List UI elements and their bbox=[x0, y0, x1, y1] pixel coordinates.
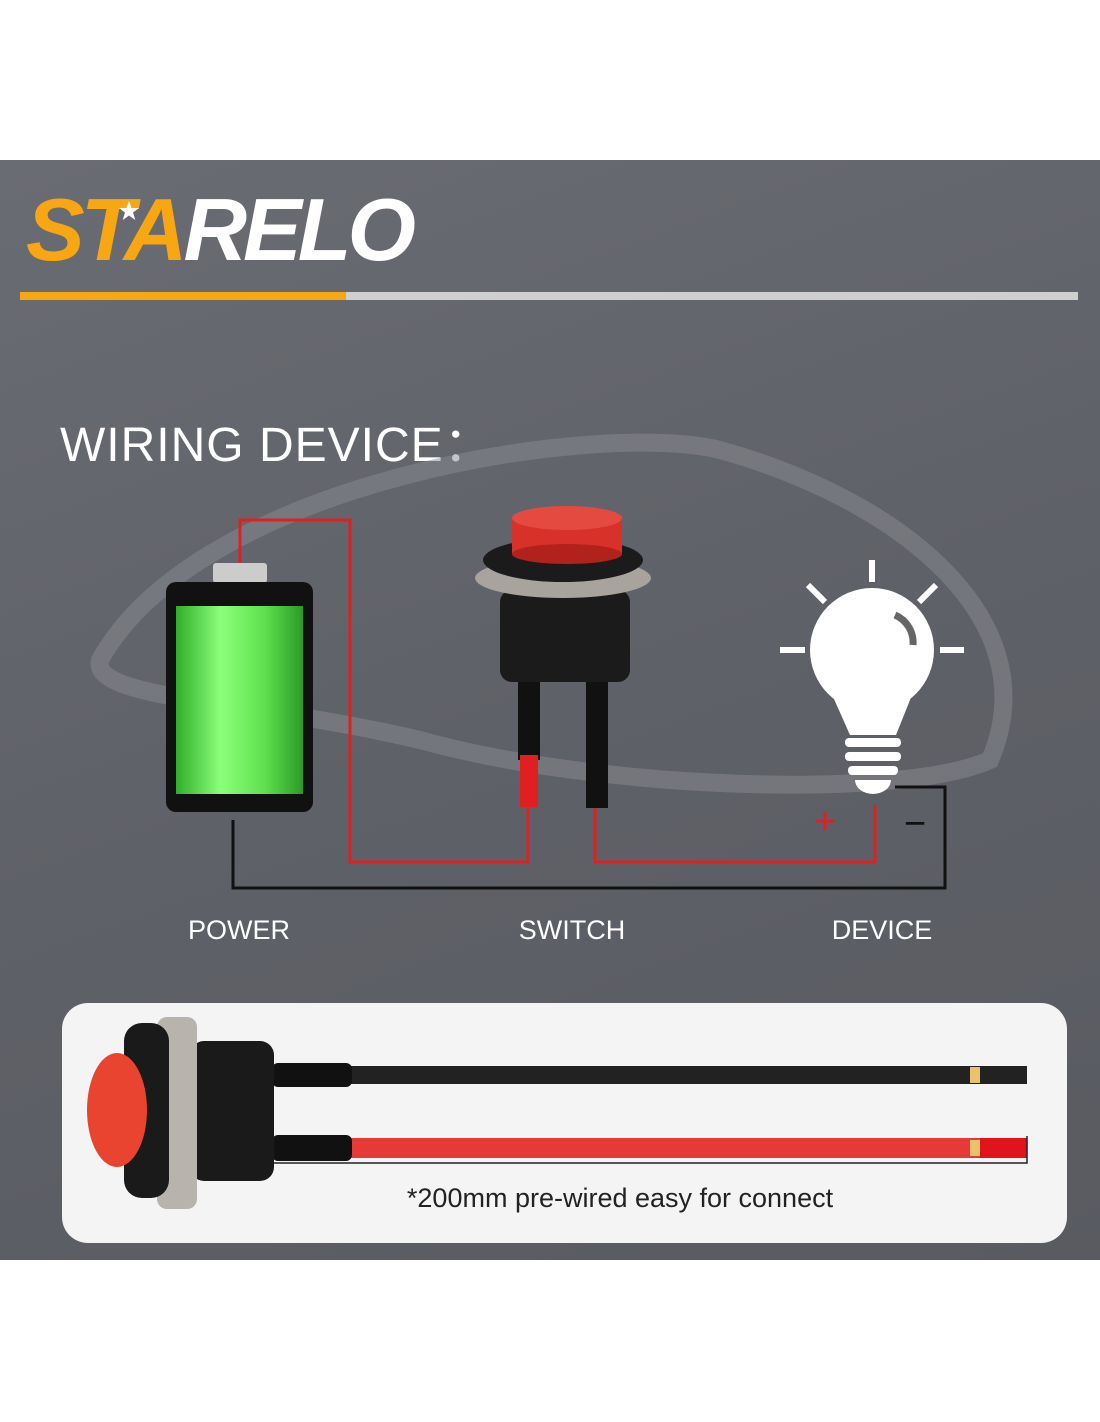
battery-icon bbox=[166, 563, 313, 812]
brand-logo: STARELO bbox=[26, 180, 416, 279]
black-wire-ground bbox=[231, 785, 947, 890]
plus-sign: + bbox=[814, 801, 836, 843]
divider bbox=[346, 292, 1078, 300]
prewired-switch-image bbox=[87, 1017, 1028, 1209]
wiring-diagram: + − bbox=[90, 433, 1013, 890]
push-button-switch-icon bbox=[475, 506, 651, 808]
label-switch: SWITCH bbox=[518, 915, 626, 945]
divider-accent bbox=[20, 292, 346, 300]
label-device: DEVICE bbox=[831, 915, 933, 945]
minus-sign: − bbox=[904, 803, 926, 845]
label-power: POWER bbox=[187, 915, 291, 945]
red-wire-device bbox=[593, 805, 877, 864]
star-icon bbox=[119, 201, 139, 220]
red-wire-power bbox=[238, 518, 530, 864]
decorative-outline bbox=[90, 433, 1013, 794]
light-bulb-icon bbox=[780, 560, 964, 794]
caption: *200mm pre-wired easy for connect bbox=[406, 1183, 834, 1213]
